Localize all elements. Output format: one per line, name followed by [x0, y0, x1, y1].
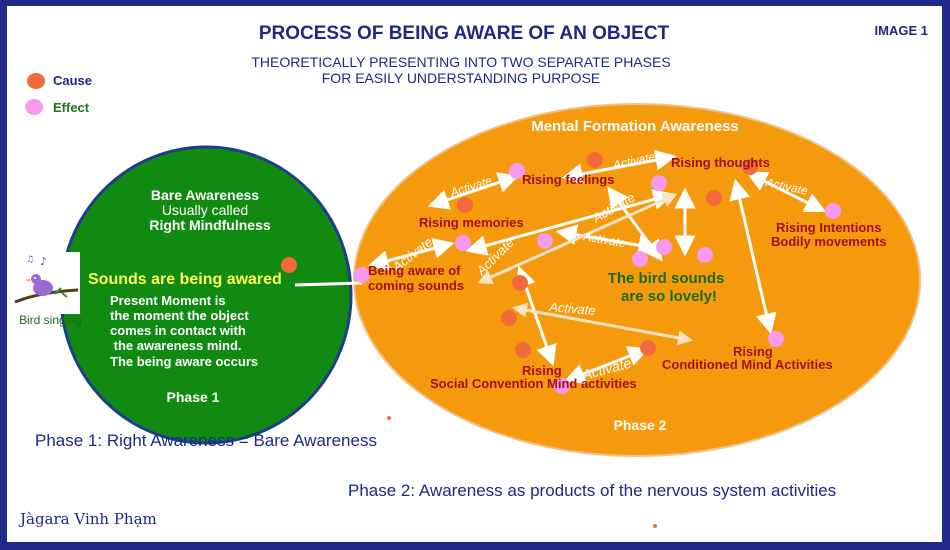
phase1-desc2: the moment the object — [110, 308, 249, 323]
cause-dot — [501, 310, 517, 326]
effect-dot — [537, 233, 553, 249]
phase1-desc3: comes in contact with — [110, 323, 246, 338]
node-rising-thoughts: Rising thoughts — [671, 155, 770, 170]
arrow-aware-memories — [367, 238, 455, 271]
bird-label: Bird singing — [19, 313, 82, 327]
node-being-aware: Being aware of — [368, 263, 461, 278]
node-bodily-movements: Bodily movements — [771, 234, 887, 249]
arrow-social-conditioned-faded — [512, 302, 693, 346]
node-rising-memories: Rising memories — [419, 215, 524, 230]
phase1-highlight: Sounds are being awared — [88, 271, 282, 288]
node-conditioned-rising: Rising — [733, 344, 773, 359]
phase1-line2: Usually called — [162, 202, 248, 218]
node-rising-intentions: Rising Intentions — [776, 220, 881, 235]
phase1-desc4: the awareness mind. — [110, 338, 242, 353]
phase2-title: Mental Formation Awareness — [531, 118, 739, 135]
cause-dot — [281, 257, 297, 273]
node-coming-sounds: coming sounds — [368, 278, 464, 293]
cause-dot — [515, 342, 531, 358]
cause-dot — [457, 197, 473, 213]
cause-dot — [587, 152, 603, 168]
node-conditioned-mind: Conditioned Mind Activities — [662, 357, 833, 372]
effect-dot — [632, 251, 648, 267]
node-bird-sounds: The bird sounds — [608, 270, 725, 287]
arrow-feelings-thoughts — [561, 149, 677, 185]
effect-dot — [656, 239, 672, 255]
cause-legend-dot — [27, 73, 45, 89]
slide-title: PROCESS OF BEING AWARE OF AN OBJECT — [258, 23, 670, 44]
cause-dot — [706, 190, 722, 206]
phase-connector-line — [294, 281, 363, 287]
cause-dot — [512, 275, 528, 291]
image-label: IMAGE 1 — [874, 23, 928, 38]
effect-dot — [697, 247, 713, 263]
phase1-label: Phase 1 — [167, 389, 220, 405]
arrow-thoughts-conditioned — [729, 178, 777, 335]
effect-dot — [455, 235, 471, 251]
effect-dot — [354, 267, 370, 283]
effect-legend-label: Effect — [53, 100, 90, 115]
author-signature: Jàgara Vinh Phạm — [20, 510, 157, 528]
cause-dot — [640, 340, 656, 356]
phase1-line1: Bare Awareness — [151, 187, 259, 203]
phase1-line3: Right Mindfulness — [149, 217, 271, 233]
arrow-aware-thoughts-faded — [477, 193, 678, 284]
node-social-rising: Rising — [522, 363, 562, 378]
cause-dot — [653, 524, 657, 528]
effect-dot — [825, 203, 841, 219]
bird-illustration: ♪ ♫ — [14, 252, 80, 314]
phase1-desc5: The being aware occurs — [110, 354, 258, 369]
phase1-caption: Phase 1: Right Awareness = Bare Awarenes… — [35, 431, 377, 450]
effect-dot — [509, 163, 525, 179]
node-social-convention: Social Convention Mind activities — [430, 376, 637, 391]
phase2-caption: Phase 2: Awareness as products of the ne… — [348, 481, 837, 500]
phase1-desc1: Present Moment is — [110, 293, 226, 308]
node-rising-feelings: Rising feelings — [522, 172, 614, 187]
svg-text:♪: ♪ — [40, 255, 47, 268]
activate-label: Activate — [548, 299, 596, 318]
subtitle-line-1: THEORETICALLY PRESENTING INTO TWO SEPARA… — [251, 54, 671, 70]
cause-legend-label: Cause — [53, 73, 93, 88]
svg-text:♫: ♫ — [26, 255, 34, 265]
node-so-lovely: are so lovely! — [621, 288, 717, 305]
effect-dot — [768, 331, 784, 347]
effect-dot — [554, 378, 570, 394]
cause-dot — [387, 416, 391, 420]
arrow-social-conditioned — [563, 346, 650, 384]
effect-dot — [651, 175, 667, 191]
subtitle-line-2: FOR EASILY UNDERSTANDING PURPOSE — [321, 70, 601, 86]
effect-legend-dot — [25, 99, 43, 115]
cause-dot — [742, 159, 758, 175]
phase2-label: Phase 2 — [614, 417, 667, 433]
